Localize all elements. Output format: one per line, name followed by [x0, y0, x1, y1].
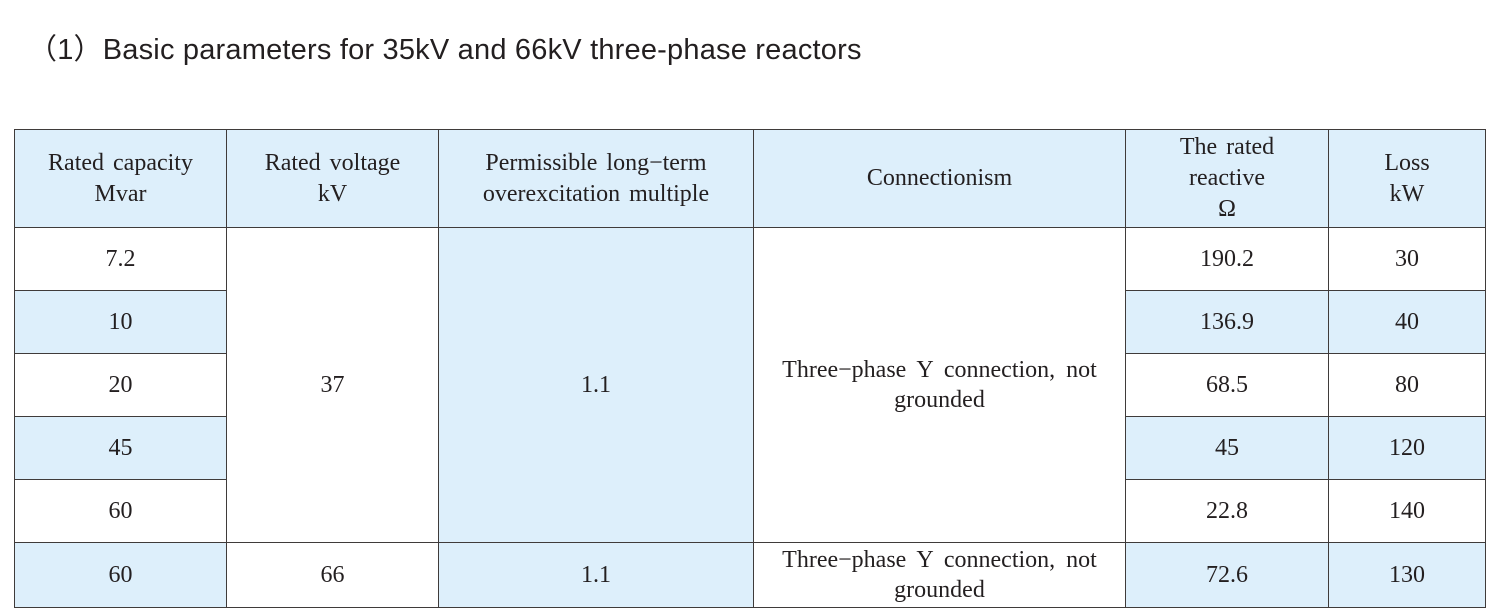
cell-rated-reactive: 68.5 — [1125, 353, 1329, 417]
header-overexcitation-multiple: Permissible long−term overexcitation mul… — [438, 129, 754, 228]
cell-loss: 40 — [1328, 290, 1486, 354]
header-loss: Loss kW — [1328, 129, 1486, 228]
table-row: 60 22.8 140 — [14, 479, 1486, 543]
parameters-table: Rated capacity Mvar Rated voltage kV Per… — [14, 129, 1486, 608]
cell-rated-voltage: 66 — [226, 542, 439, 608]
header-line-2: reactive — [1189, 165, 1265, 191]
header-line-1: Rated capacity — [48, 149, 193, 176]
header-line-1: The rated — [1179, 134, 1275, 160]
table-row: 45 45 120 — [14, 416, 1486, 480]
table-row: 20 68.5 80 — [14, 353, 1486, 417]
cell-rated-capacity: 7.2 — [14, 227, 227, 291]
cell-loss: 130 — [1328, 542, 1486, 608]
table-row: 7.2 37 1.1 Three−phase Y connection, not… — [14, 227, 1486, 543]
cell-rated-capacity: 20 — [14, 353, 227, 417]
cell-rated-capacity: 60 — [14, 479, 227, 543]
cell-rated-capacity: 10 — [14, 290, 227, 354]
cell-overexcitation-merged: 1.1 — [438, 227, 754, 543]
cell-rated-capacity: 60 — [14, 542, 227, 608]
cell-connection-merged: Three−phase Y connection, not grounded — [753, 227, 1126, 543]
header-line-2: overexcitation multiple — [482, 180, 710, 207]
cell-rated-reactive: 45 — [1125, 416, 1329, 480]
cell-loss: 80 — [1328, 353, 1486, 417]
cell-rated-reactive: 190.2 — [1125, 227, 1329, 291]
cell-rated-capacity: 45 — [14, 416, 227, 480]
header-rated-reactive: The rated reactive Ω — [1125, 129, 1329, 228]
page-title: （1）Basic parameters for 35kV and 66kV th… — [28, 34, 862, 66]
header-line-1: Loss — [1384, 149, 1430, 176]
header-line-2: kV — [317, 180, 348, 207]
connection-text: Three−phase Y connection, not grounded — [782, 357, 1097, 413]
cell-overexcitation: 1.1 — [438, 542, 754, 608]
cell-loss: 140 — [1328, 479, 1486, 543]
cell-rated-reactive: 72.6 — [1125, 542, 1329, 608]
header-line-1: Connectionism — [866, 165, 1013, 191]
header-rated-voltage: Rated voltage kV — [226, 129, 439, 228]
table-header-row: Rated capacity Mvar Rated voltage kV Per… — [14, 129, 1486, 228]
connection-text: Three−phase Y connection, not grounded — [782, 547, 1097, 603]
header-line-2: Mvar — [94, 180, 147, 207]
header-line-1: Permissible long−term — [485, 149, 707, 176]
cell-loss: 120 — [1328, 416, 1486, 480]
cell-rated-reactive: 22.8 — [1125, 479, 1329, 543]
header-line-3: Ω — [1218, 196, 1236, 222]
cell-loss: 30 — [1328, 227, 1486, 291]
header-line-1: Rated voltage — [264, 149, 401, 176]
table-row: 60 66 1.1 Three−phase Y connection, not … — [14, 542, 1486, 608]
parameters-table-container: Rated capacity Mvar Rated voltage kV Per… — [14, 129, 1486, 608]
table-row: 10 136.9 40 — [14, 290, 1486, 354]
header-rated-capacity: Rated capacity Mvar — [14, 129, 227, 228]
cell-rated-voltage-merged-37: 37 — [226, 227, 439, 543]
cell-connection: Three−phase Y connection, not grounded — [753, 542, 1126, 608]
header-connectionism: Connectionism — [753, 129, 1126, 228]
cell-rated-reactive: 136.9 — [1125, 290, 1329, 354]
header-line-2: kW — [1389, 180, 1425, 207]
